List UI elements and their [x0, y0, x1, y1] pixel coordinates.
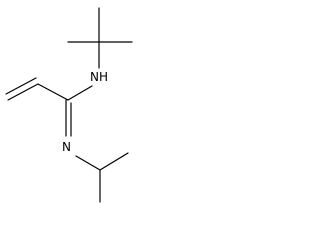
isopropyl-group — [75, 152, 129, 203]
bond-vinyl-double-2 — [5, 77, 37, 95]
vinyl-group — [5, 77, 69, 101]
atom-amine-nitrogen: NH — [89, 69, 111, 85]
amine-nitrogen-label: NH — [90, 70, 108, 84]
bond-nh-to-carbon — [67, 85, 93, 101]
imine-nitrogen-label: N — [62, 140, 71, 154]
tert-butyl-group — [67, 7, 133, 69]
bond-isopropyl-methyl-up — [99, 152, 129, 171]
atom-imine-nitrogen: N — [61, 139, 73, 155]
molecule-structure: NH N — [5, 7, 133, 203]
bond-n-to-isopropyl — [75, 155, 101, 171]
amidine-core — [65, 85, 93, 137]
bond-carbon-to-vinyl — [37, 83, 69, 101]
bond-vinyl-double-1 — [7, 83, 39, 101]
